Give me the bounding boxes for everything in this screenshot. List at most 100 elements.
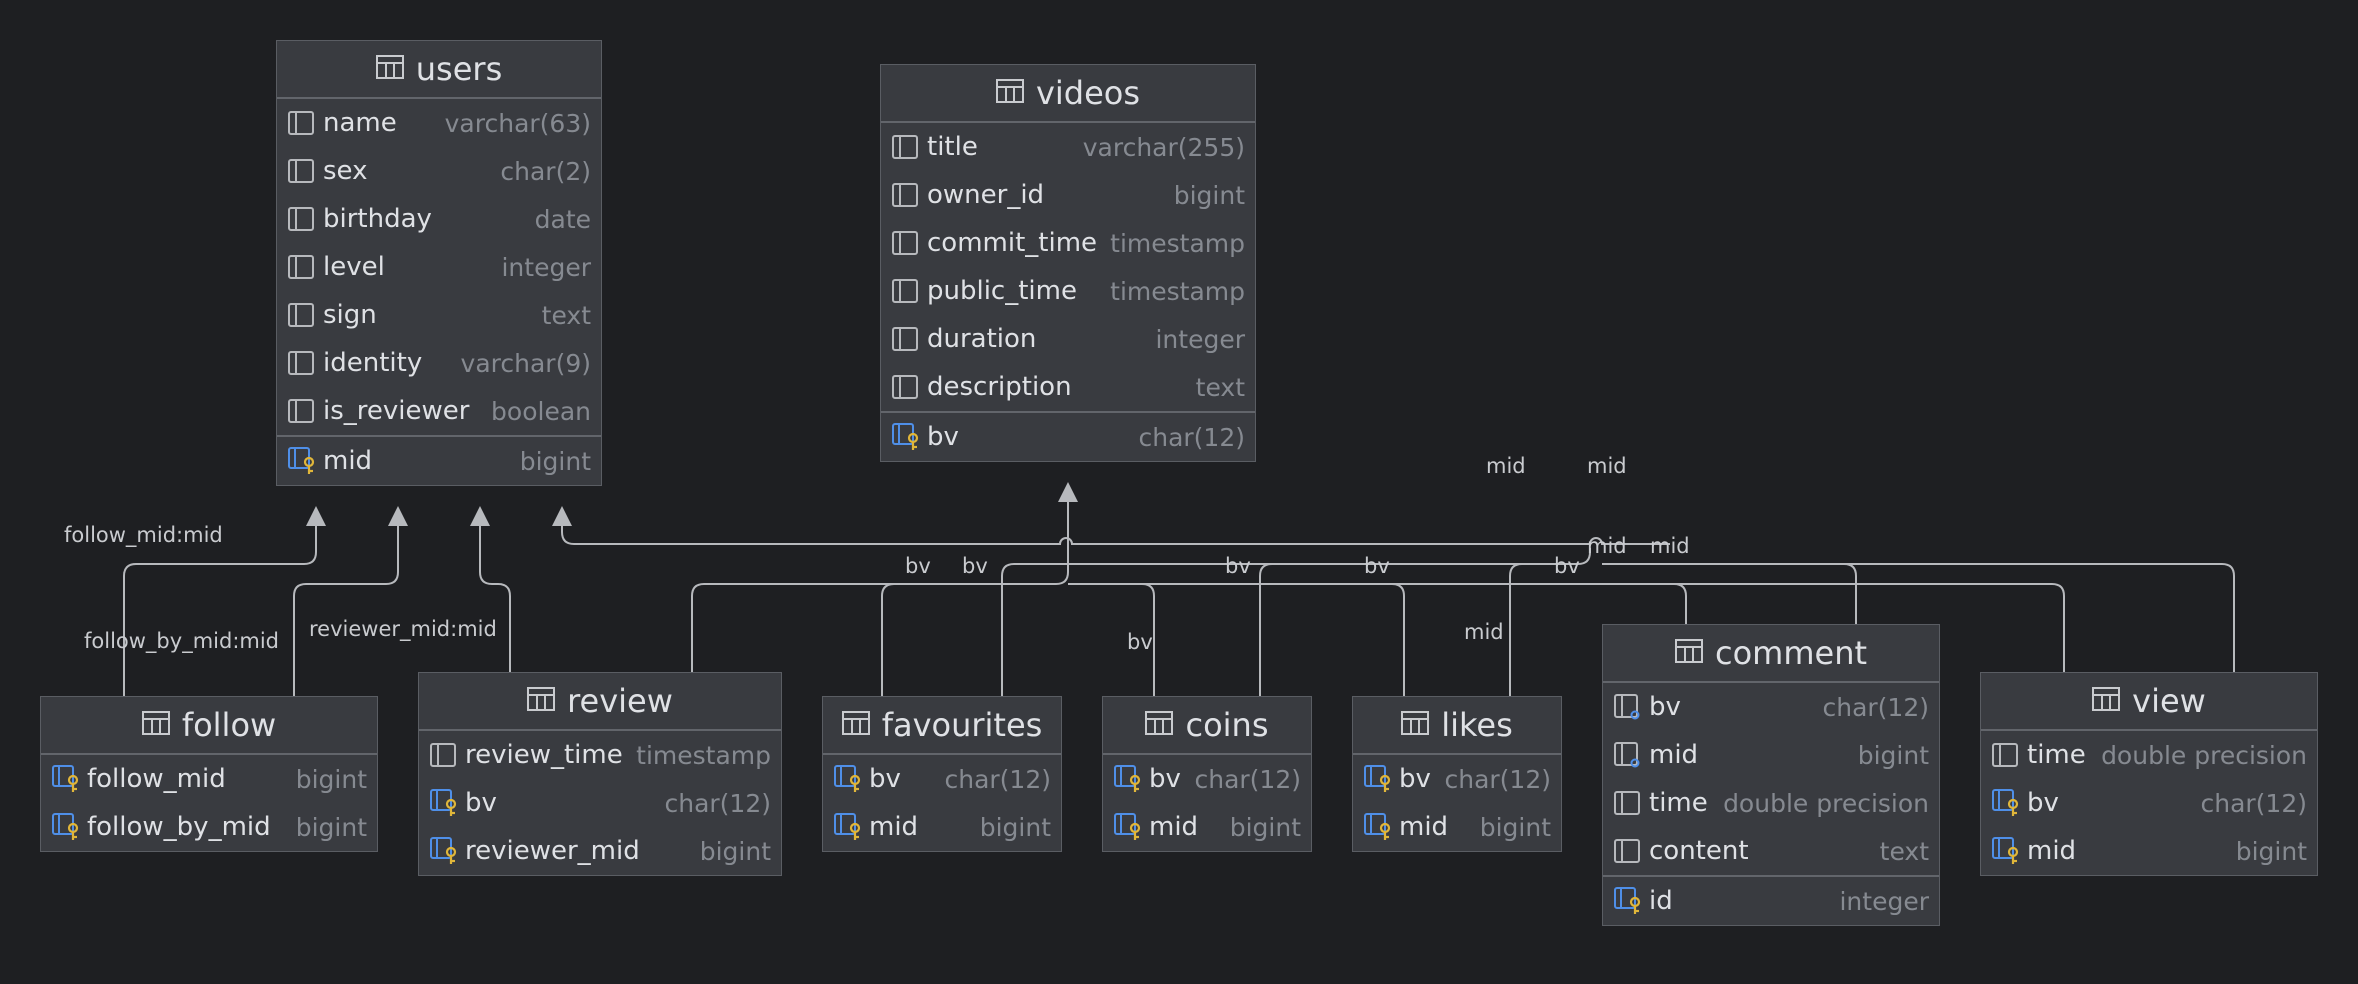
table-icon — [527, 687, 556, 715]
table-icon — [995, 79, 1024, 107]
column-type: char(12) — [1138, 422, 1245, 452]
arrowhead-videos — [1058, 482, 1078, 502]
label-bv-6: bv — [1127, 630, 1153, 654]
table-header: videos — [881, 65, 1255, 123]
column-name: level — [323, 252, 385, 282]
foreign-key-row[interactable]: bv char(12) — [1353, 755, 1561, 803]
column-name: time — [1649, 788, 1708, 818]
table-header: comment — [1603, 625, 1939, 683]
foreign-key-row[interactable]: bv char(12) — [1603, 683, 1939, 731]
foreign-key-row[interactable]: bv char(12) — [823, 755, 1061, 803]
column-name: bv — [1649, 692, 1681, 722]
column-type: char(12) — [1444, 764, 1551, 794]
column-type: char(12) — [944, 764, 1051, 794]
rel-coins-mid-line — [1259, 563, 1273, 696]
column-icon — [891, 228, 921, 258]
table-icon — [2092, 687, 2121, 715]
column-type: bigint — [295, 764, 367, 794]
table-header: favourites — [823, 697, 1061, 755]
column-name: bv — [1399, 764, 1431, 794]
column-type: char(12) — [2200, 788, 2307, 818]
foreign-key-icon — [1613, 692, 1643, 722]
label-mid-3: mid — [1587, 534, 1627, 558]
column-type: integer — [1839, 886, 1929, 916]
arrowhead-users-1 — [306, 506, 326, 526]
table-icon — [1145, 711, 1174, 739]
column-type: text — [1879, 836, 1929, 866]
column-name: bv — [869, 764, 901, 794]
arrowhead-users-3 — [470, 506, 490, 526]
table-name: comment — [1714, 634, 1868, 672]
column-type: integer — [501, 252, 591, 282]
column-type: timestamp — [1110, 228, 1245, 258]
rel-mid-users-line — [561, 518, 1670, 545]
table-header: view — [1981, 673, 2317, 731]
table-header: review — [419, 673, 781, 731]
column-type: char(2) — [500, 156, 591, 186]
column-type: date — [534, 204, 591, 234]
column-name: description — [927, 372, 1072, 402]
table-icon — [841, 711, 870, 739]
column-row[interactable]: duration integer — [881, 315, 1255, 363]
table-name: follow — [181, 706, 277, 744]
arrowhead-users-2 — [388, 506, 408, 526]
foreign-key-icon — [429, 788, 459, 818]
column-name: follow_mid — [87, 764, 226, 794]
table-icon — [375, 55, 404, 83]
foreign-key-row[interactable]: follow_mid bigint — [41, 755, 377, 803]
column-icon — [891, 372, 921, 402]
foreign-key-row[interactable]: bv char(12) — [1981, 779, 2317, 827]
table-icon — [1674, 639, 1703, 667]
column-type: integer — [1155, 324, 1245, 354]
column-icon — [287, 156, 317, 186]
column-name: duration — [927, 324, 1037, 354]
column-name: mid — [1649, 740, 1699, 770]
foreign-key-row[interactable]: mid bigint — [1603, 731, 1939, 779]
column-icon — [429, 740, 459, 770]
column-type: bigint — [519, 446, 591, 476]
column-type: bigint — [1857, 740, 1929, 770]
column-name: name — [323, 108, 397, 138]
column-row[interactable]: level integer — [277, 243, 601, 291]
table-icon — [1401, 711, 1430, 739]
label-bv-2: bv — [962, 554, 988, 578]
label-bv-4: bv — [1364, 554, 1390, 578]
column-name: bv — [2027, 788, 2059, 818]
column-type: char(12) — [1822, 692, 1929, 722]
